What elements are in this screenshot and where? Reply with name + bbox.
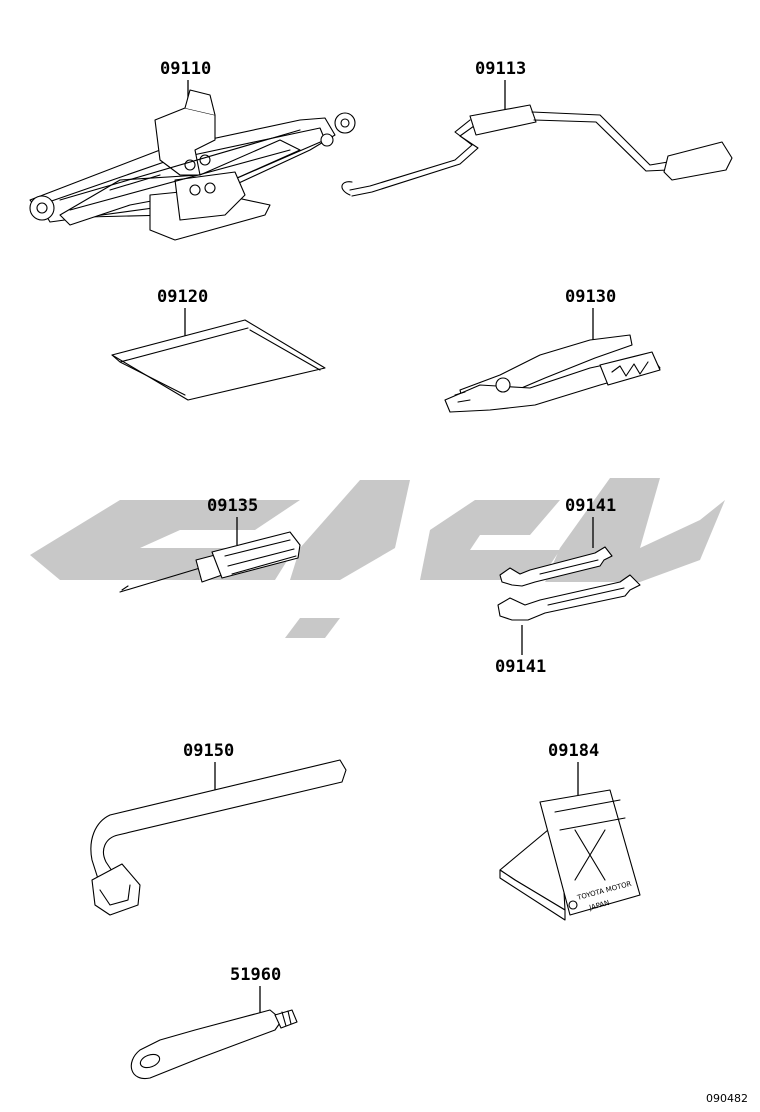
part-number-label: 09135 [207, 496, 258, 516]
towing-eye-illustration [130, 1009, 298, 1079]
wrench-lower-part[interactable]: 09141 [495, 574, 641, 677]
lug-wrench-illustration [90, 759, 347, 916]
towing-eye-part[interactable]: 51960 [130, 965, 298, 1079]
wheel-chock-part[interactable]: 09184 TOYOTA MOTOR JAPAN [499, 741, 641, 921]
lug-wrench-part[interactable]: 09150 [90, 741, 347, 916]
part-number-label: 09184 [548, 741, 599, 761]
jack-handle-part[interactable]: 09113 [341, 59, 733, 197]
drawing-code: 090482 [706, 1092, 748, 1105]
part-number-label: 09130 [565, 287, 616, 307]
wrench-lower-illustration [497, 574, 641, 621]
part-number-label: 09120 [157, 287, 208, 307]
screwdriver-part[interactable]: 09135 [119, 496, 301, 593]
screwdriver-illustration [119, 531, 301, 593]
part-number-label: 09141 [565, 496, 616, 516]
tool-bag-illustration [111, 319, 326, 401]
part-number-label: 09110 [160, 59, 211, 79]
wheel-chock-illustration: TOYOTA MOTOR JAPAN [499, 789, 641, 921]
part-number-label: 09141 [495, 657, 546, 677]
wrench-upper-illustration [499, 546, 613, 587]
wrench-upper-part[interactable]: 09141 [499, 496, 616, 587]
pliers-illustration [444, 334, 661, 413]
jack-illustration [29, 89, 356, 241]
tool-bag-part[interactable]: 09120 [111, 287, 326, 401]
pliers-part[interactable]: 09130 [444, 287, 661, 413]
part-number-label: 09150 [183, 741, 234, 761]
part-number-label: 51960 [230, 965, 281, 985]
watermark-logo [30, 478, 725, 638]
jack-handle-illustration [341, 104, 733, 197]
part-number-label: 09113 [475, 59, 526, 79]
jack-part[interactable]: 09110 [29, 59, 356, 241]
